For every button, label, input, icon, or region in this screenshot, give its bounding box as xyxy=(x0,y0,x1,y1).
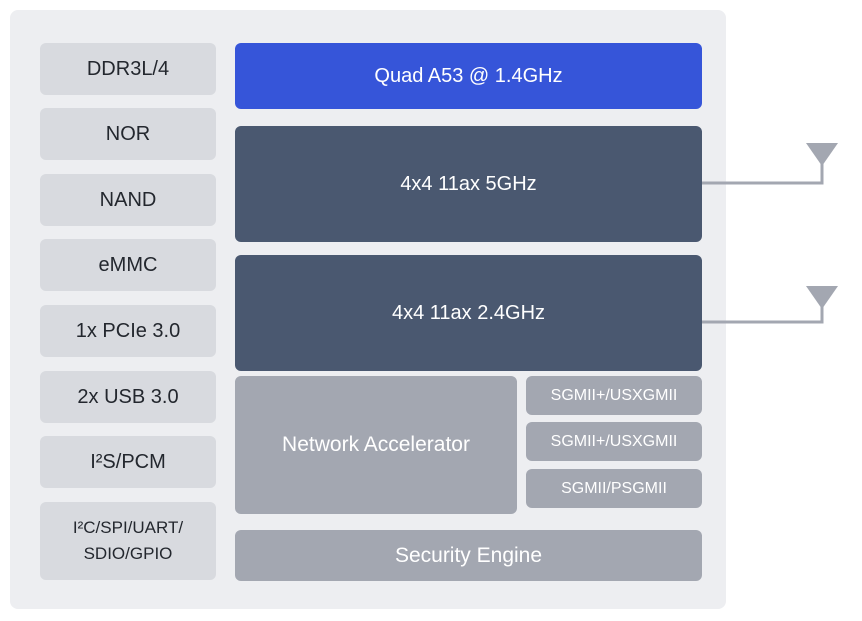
radio-label: 4x4 11ax 2.4GHz xyxy=(391,301,546,324)
cpu-label: Quad A53 @ 1.4GHz xyxy=(374,64,563,87)
interface-i2s-pcm: I²S/PCM xyxy=(40,436,216,488)
port-block: SGMII+/USXGMII xyxy=(526,376,702,415)
interface-label: eMMC xyxy=(98,253,158,276)
security-engine-block: Security Engine xyxy=(235,530,702,581)
cpu-block: Quad A53 @ 1.4GHz xyxy=(235,43,702,109)
interface-pcie: 1x PCIe 3.0 xyxy=(40,305,216,357)
security-engine-label: Security Engine xyxy=(394,543,543,567)
network-accelerator-block: Network Accelerator xyxy=(235,376,517,514)
interface-ddr: DDR3L/4 xyxy=(40,43,216,95)
interface-label-line2: SDIO/GPIO xyxy=(83,544,173,563)
interface-emmc: eMMC xyxy=(40,239,216,291)
antenna-2-4ghz-icon xyxy=(702,286,838,324)
interface-nor: NOR xyxy=(40,108,216,160)
radio-label: 4x4 11ax 5GHz xyxy=(400,172,537,195)
interface-label: I²C/SPI/UART/ SDIO/GPIO xyxy=(73,515,183,567)
radio-2-4ghz-block: 4x4 11ax 2.4GHz xyxy=(235,255,702,371)
interface-label: NOR xyxy=(105,122,151,145)
interface-label: 2x USB 3.0 xyxy=(77,385,179,408)
interface-label-line1: I²C/SPI/UART/ xyxy=(72,518,184,537)
antenna-5ghz-icon xyxy=(702,143,838,185)
network-accelerator-label: Network Accelerator xyxy=(282,433,470,456)
radio-5ghz-block: 4x4 11ax 5GHz xyxy=(235,126,702,242)
interface-label: DDR3L/4 xyxy=(86,57,170,80)
interface-usb: 2x USB 3.0 xyxy=(40,371,216,423)
port-label: SGMII/PSGMII xyxy=(561,479,667,497)
interface-i2c-spi-uart: I²C/SPI/UART/ SDIO/GPIO xyxy=(40,502,216,580)
interface-label: 1x PCIe 3.0 xyxy=(75,319,181,342)
interface-nand: NAND xyxy=(40,174,216,226)
port-label: SGMII+/USXGMII xyxy=(550,386,678,404)
interface-label: NAND xyxy=(99,188,157,211)
port-block: SGMII/PSGMII xyxy=(526,469,702,508)
interface-label: I²S/PCM xyxy=(90,450,166,473)
port-label: SGMII+/USXGMII xyxy=(550,432,678,450)
port-block: SGMII+/USXGMII xyxy=(526,422,702,461)
